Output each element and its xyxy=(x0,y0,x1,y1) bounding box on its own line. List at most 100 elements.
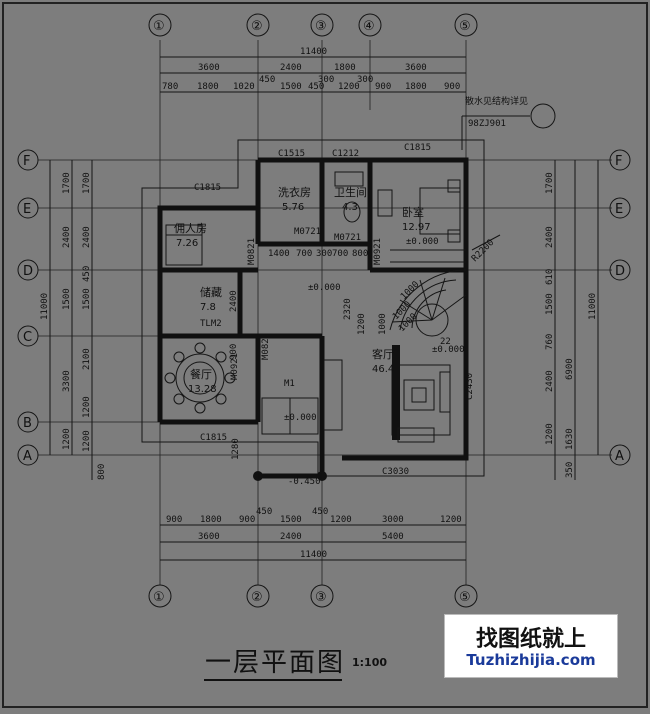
door-m0721-b: M0721 xyxy=(334,233,361,243)
dim-bot-5: 1200 xyxy=(330,515,352,525)
watermark-box: 找图纸就上 Tuzhizhijia.com xyxy=(444,614,618,678)
walls xyxy=(157,157,469,476)
win-c1815-left: C1815 xyxy=(194,183,221,193)
dim-right-1630: 1630 xyxy=(565,428,575,450)
door-m0921-a: M0921 xyxy=(230,353,240,380)
room-living-name: 客厅 xyxy=(372,347,394,361)
dim-right2-3: 610 xyxy=(545,269,555,285)
top-dimensions: 11400 3600 2400 1800 3600 780 1800 1020 … xyxy=(160,47,466,93)
axis-left-F: F xyxy=(23,154,30,169)
dim-top-a5: 1200 xyxy=(338,82,360,92)
dim-left-2: 2400 xyxy=(62,226,72,248)
top-axis-bubbles: ① ② ③ ④ ⑤ xyxy=(148,13,478,37)
dim-bot-s2: 450 xyxy=(312,507,328,517)
dim-int-2: 700 xyxy=(296,249,312,259)
watermark-cn: 找图纸就上 xyxy=(475,627,586,652)
dim-bot-r2-1: 3600 xyxy=(198,532,220,542)
right-axis-bubbles: F E D A xyxy=(609,149,631,466)
dim-top-total: 11400 xyxy=(300,47,327,57)
dim-top-s2: 300 xyxy=(318,75,334,85)
elev-2: ±0.000 xyxy=(406,237,439,247)
axis-left-C: C xyxy=(23,330,32,345)
elev-1: ±0.000 xyxy=(308,283,341,293)
dim-int-10: 1280 xyxy=(231,438,241,460)
room-dining-area: 13.28 xyxy=(188,384,217,395)
note-ref: 98ZJ901 xyxy=(468,119,506,129)
dim-top-a8: 900 xyxy=(444,82,460,92)
room-bath-name: 卫生间 xyxy=(334,185,367,199)
dim-left2-4: 1500 xyxy=(82,288,92,310)
dim-bot-7: 1200 xyxy=(440,515,462,525)
dim-left-4: 3300 xyxy=(62,370,72,392)
columns xyxy=(253,471,327,481)
dim-top-4: 3600 xyxy=(405,63,427,73)
room-bedroom-area: 12.97 xyxy=(402,222,431,233)
room-storage-name: 储藏 xyxy=(200,285,222,299)
room-dining-name: 餐厅 xyxy=(190,367,212,381)
axis-left-A: A xyxy=(23,449,32,464)
win-c3030: C3030 xyxy=(382,467,409,477)
dim-top-1: 3600 xyxy=(198,63,220,73)
door-m0921-b: M0921 xyxy=(373,238,383,265)
dim-left-s6: 800 xyxy=(97,464,107,480)
dim-top-a1: 780 xyxy=(162,82,178,92)
axis-top-1: ① xyxy=(153,19,165,34)
dim-right2-2: 2400 xyxy=(545,226,555,248)
elev-5: ±0.000 xyxy=(432,345,465,355)
win-c1815-bottom: C1815 xyxy=(200,433,227,443)
title-underline xyxy=(204,679,342,681)
dim-int-3: 300 xyxy=(316,249,332,259)
dim-left2-3: 450 xyxy=(82,266,92,282)
win-c1212: C1212 xyxy=(332,149,359,159)
dim-int-11: 900 xyxy=(229,344,239,360)
axis-top-5: ⑤ xyxy=(459,19,471,34)
dim-bot-total: 11400 xyxy=(300,550,327,560)
room-servant-name: 佣人房 xyxy=(174,222,207,235)
dim-bot-6: 3000 xyxy=(382,515,404,525)
dim-bot-2: 1800 xyxy=(200,515,222,525)
dim-right2-4: 1500 xyxy=(545,293,555,315)
dim-left2-1: 1700 xyxy=(82,172,92,194)
dim-left2-5: 2100 xyxy=(82,348,92,370)
dim-top-s4: 300 xyxy=(357,75,373,85)
bedroom-furniture xyxy=(377,179,466,263)
stair-radius: R2200 xyxy=(470,238,496,264)
axis-bottom-2: ② xyxy=(251,590,263,605)
dim-top-2: 2400 xyxy=(280,63,302,73)
dim-bot-4: 1500 xyxy=(280,515,302,525)
axis-bottom-3: ③ xyxy=(315,590,327,605)
dim-bot-r2-3: 5400 xyxy=(382,532,404,542)
entrance-details xyxy=(261,359,343,435)
bottom-dimensions: 900 1800 900 1500 1200 3000 1200 3600 24… xyxy=(160,507,466,561)
living-furniture xyxy=(391,345,451,443)
note-callout: 散水见结构详见 98ZJ901 xyxy=(461,95,556,150)
door-m0721-a: M0721 xyxy=(294,227,321,237)
dim-int-1: 1400 xyxy=(268,249,290,259)
axis-right-F: F xyxy=(615,154,622,169)
dim-int-12: 1200 xyxy=(357,313,367,335)
axis-bottom-5: ⑤ xyxy=(459,590,471,605)
dim-top-s1: 450 xyxy=(259,75,275,85)
servant-furniture xyxy=(165,224,203,266)
dim-int-5: 800 xyxy=(352,249,368,259)
dim-left-1: 1700 xyxy=(62,172,72,194)
axis-left-B: B xyxy=(23,416,32,431)
dim-top-a2: 1800 xyxy=(197,82,219,92)
axis-right-D: D xyxy=(615,264,625,279)
room-laundry-name: 洗衣房 xyxy=(278,185,311,199)
room-bedroom-name: 卧室 xyxy=(402,205,424,219)
room-labels: 洗衣房 5.76 卫生间 4.3 卧室 12.97 佣人房 7.26 储藏 7.… xyxy=(174,185,431,395)
dim-left-5: 1200 xyxy=(62,428,72,450)
win-c2430: C2430 xyxy=(465,373,475,400)
axis-left-E: E xyxy=(23,202,31,217)
horizontal-axis-lines xyxy=(38,159,612,456)
axis-top-2: ② xyxy=(251,19,263,34)
stair-mark-4: 22 xyxy=(440,337,451,347)
dim-left2-2: 2400 xyxy=(82,226,92,248)
dim-right2-1: 1700 xyxy=(545,172,555,194)
elevation-marks: ±0.000 ±0.000 ±0.000 -0.450 ±0.000 xyxy=(284,237,465,487)
stair-mark-1: 1000 xyxy=(399,280,421,302)
dim-bot-1: 900 xyxy=(166,515,182,525)
